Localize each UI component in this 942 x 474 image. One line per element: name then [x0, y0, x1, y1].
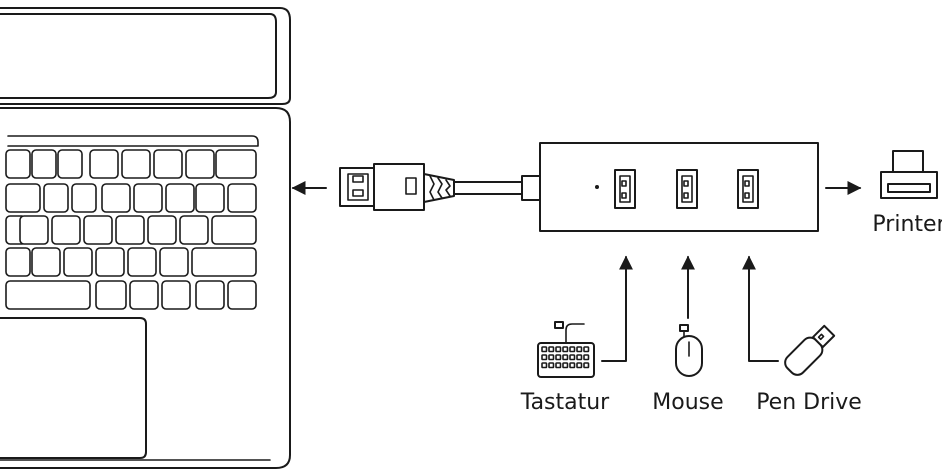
laptop-key	[161, 280, 191, 310]
laptop-key	[211, 215, 257, 245]
mouse-icon	[675, 324, 703, 377]
keyboard-keys	[541, 346, 590, 369]
keyboard-key	[569, 354, 576, 361]
printer-icon	[880, 150, 938, 199]
pen-drive-connector-line	[742, 255, 779, 362]
keyboard-label: Tastatur	[520, 390, 610, 415]
keyboard-key	[576, 346, 583, 353]
keyboard-key	[548, 346, 555, 353]
laptop-key	[57, 149, 83, 179]
keyboard-key	[541, 362, 548, 369]
keyboard-key	[576, 354, 583, 361]
laptop-key	[51, 215, 81, 245]
laptop-key	[195, 183, 225, 213]
keyboard-key	[548, 362, 555, 369]
laptop-keyboard	[5, 149, 257, 310]
laptop-key	[5, 280, 91, 310]
keyboard-key	[555, 362, 562, 369]
pen-drive-label: Pen Drive	[756, 390, 862, 415]
laptop-key	[5, 149, 31, 179]
laptop-key	[195, 280, 225, 310]
usb-hub-icon	[539, 142, 819, 232]
laptop-key	[63, 247, 93, 277]
usb-port-1	[614, 169, 636, 209]
keyboard-key	[562, 362, 569, 369]
laptop-key	[95, 247, 125, 277]
laptop-key	[165, 183, 195, 213]
keyboard-key	[541, 346, 548, 353]
keyboard-key	[541, 354, 548, 361]
laptop-key	[133, 183, 163, 213]
laptop-key	[19, 215, 49, 245]
laptop-key	[185, 149, 215, 179]
laptop-key	[31, 247, 61, 277]
laptop-key	[89, 149, 119, 179]
usb-port-2	[676, 169, 698, 209]
keyboard-key	[562, 346, 569, 353]
laptop-key	[115, 215, 145, 245]
laptop-key	[83, 215, 113, 245]
laptop-key	[227, 280, 257, 310]
keyboard-key	[583, 362, 590, 369]
keyboard-key	[583, 354, 590, 361]
printer-label: Printer	[872, 212, 942, 237]
laptop-key	[5, 183, 41, 213]
keyboard-key	[576, 362, 583, 369]
laptop-key	[127, 247, 157, 277]
laptop-key	[71, 183, 97, 213]
laptop-key	[147, 215, 177, 245]
laptop-key	[191, 247, 257, 277]
laptop-key	[101, 183, 131, 213]
keyboard-icon	[537, 321, 595, 378]
laptop-key	[5, 247, 31, 277]
laptop-key	[43, 183, 69, 213]
keyboard-key	[583, 346, 590, 353]
usb-plug-icon	[339, 163, 541, 211]
pen-drive-icon	[784, 324, 836, 376]
laptop-key	[227, 183, 257, 213]
keyboard-key	[555, 346, 562, 353]
keyboard-key	[562, 354, 569, 361]
laptop-key	[153, 149, 183, 179]
laptop-icon	[0, 7, 291, 469]
keyboard-key	[569, 346, 576, 353]
laptop-key	[159, 247, 189, 277]
mouse-label: Mouse	[652, 390, 723, 415]
keyboard-connector-line	[601, 255, 633, 362]
keyboard-key	[555, 354, 562, 361]
laptop-key	[121, 149, 151, 179]
usb-port-3	[737, 169, 759, 209]
laptop-key	[31, 149, 57, 179]
laptop-key	[129, 280, 159, 310]
keyboard-key	[548, 354, 555, 361]
laptop-key	[179, 215, 209, 245]
laptop-key	[95, 280, 127, 310]
laptop-key	[215, 149, 257, 179]
keyboard-key	[569, 362, 576, 369]
